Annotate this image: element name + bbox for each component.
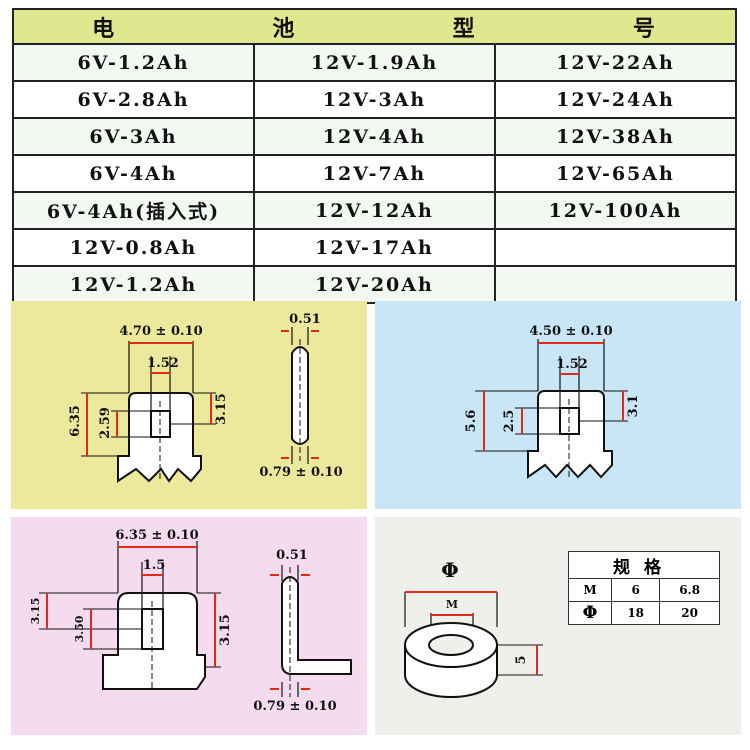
table-cell: 6V-3Ah [12,117,255,156]
terminal-3-height-left: 3.15 [29,598,42,625]
ring-terminal-drawing: Φ M 5 [404,558,543,698]
table-cell: 12V-4Ah [253,117,496,156]
table-cell: 6V-4Ah(插入式) [12,191,255,230]
table-cell [494,228,737,267]
table-row: 12V-1.2Ah 12V-20Ah [12,265,737,304]
terminal-1-slot-height: 2.59 [98,407,113,439]
header-char-1: 电 [92,15,117,42]
table-cell: 6V-2.8Ah [12,80,255,119]
terminal-3-panel: 6.35 ± 0.10 1.5 3.15 3.50 3.15 0.51 0.79… [11,517,367,735]
terminal-1-height: 6.35 [68,405,83,437]
table-cell: 12V-3Ah [253,80,496,119]
table-row: 6V-1.2Ah 12V-1.9Ah 12V-22Ah [12,43,737,82]
table-cell: 12V-38Ah [494,117,737,156]
ring-terminal-panel: Φ M 5 规格 M 6 6.8 Φ 18 20 [375,517,741,735]
table-cell: M [567,578,613,602]
table-cell: 6V-4Ah [12,154,255,193]
table-row: Φ 18 20 [567,601,720,625]
terminal-2-panel: 4.50 ± 0.10 1.52 5.6 2.5 3.1 [375,301,741,509]
table-cell: 12V-20Ah [253,265,496,304]
terminal-3-side-view [281,576,352,675]
terminal-3-slot-width: 1.5 [143,558,166,573]
terminal-3-height-right: 3.15 [218,614,233,646]
table-cell: 6.8 [659,578,720,602]
terminal-1-width: 4.70 ± 0.10 [119,324,202,339]
header-char-4: 号 [632,15,657,42]
terminal-2-offset: 3.1 [626,395,641,418]
terminal-2-slot-width: 1.52 [556,357,588,372]
terminal-1-tip: 0.79 ± 0.10 [259,465,342,480]
terminal-2-slot-height: 2.5 [502,410,517,433]
table-cell: 12V-12Ah [253,191,496,230]
battery-model-table: 电 池 型 号 6V-1.2Ah 12V-1.9Ah 12V-22Ah 6V-2.8A… [12,8,737,304]
terminal-3-drawing: 6.35 ± 0.10 1.5 3.15 3.50 3.15 0.51 0.79… [29,528,352,714]
terminal-1-panel: 4.70 ± 0.10 1.52 6.35 2.59 3.15 0.51 0.7… [11,301,367,509]
table-cell: 12V-7Ah [253,154,496,193]
terminal-1-slot-width: 1.52 [147,356,179,371]
ring-phi-label: Φ [441,558,458,582]
terminal-2-height: 5.6 [464,410,479,433]
table-cell: Φ [567,601,613,625]
ring-hole [428,634,474,656]
ring-spec-title: 规格 [568,551,720,579]
table-cell: 20 [659,601,720,625]
table-row: M 6 6.8 [567,578,720,602]
table-header: 电池型号 [12,8,737,45]
table-row: 6V-2.8Ah 12V-3Ah 12V-24Ah [12,80,737,119]
table-cell: 12V-22Ah [494,43,737,82]
terminal-2-width: 4.50 ± 0.10 [529,324,612,339]
table-row: 6V-4Ah(插入式) 12V-12Ah 12V-100Ah [12,191,737,230]
terminal-1-offset: 3.15 [214,393,229,425]
table-cell: 18 [611,601,661,625]
battery-model-table-wrap: 电 池 型 号 6V-1.2Ah 12V-1.9Ah 12V-22Ah 6V-2.8A… [12,8,737,304]
table-row: 12V-0.8Ah 12V-17Ah [12,228,737,267]
table-cell: 6 [611,578,661,602]
ring-height: 5 [514,655,529,664]
terminal-3-slot-height: 3.50 [73,615,86,642]
ring-spec-table: 规格 M 6 6.8 Φ 18 20 [567,551,720,625]
terminal-1-drawing: 4.70 ± 0.10 1.52 6.35 2.59 3.15 0.51 0.7… [68,312,343,483]
ring-m-label: M [446,598,458,611]
table-row: 6V-3Ah 12V-4Ah 12V-38Ah [12,117,737,156]
terminal-3-tip: 0.79 ± 0.10 [253,699,336,714]
terminal-1-thickness: 0.51 [289,312,321,327]
header-char-3: 型 [452,15,477,42]
terminal-2-drawing: 4.50 ± 0.10 1.52 5.6 2.5 3.1 [464,324,641,479]
table-cell: 12V-0.8Ah [12,228,255,267]
table-cell: 12V-17Ah [253,228,496,267]
table-header-row: 电池型号 [12,8,737,45]
table-cell: 12V-1.9Ah [253,43,496,82]
table-cell: 12V-1.2Ah [12,265,255,304]
table-cell: 12V-24Ah [494,80,737,119]
terminal-3-thickness: 0.51 [276,548,308,563]
table-cell [494,265,737,304]
table-cell: 6V-1.2Ah [12,43,255,82]
table-row: 6V-4Ah 12V-7Ah 12V-65Ah [12,154,737,193]
table-cell: 12V-65Ah [494,154,737,193]
table-cell: 12V-100Ah [494,191,737,230]
header-char-2: 池 [272,15,297,42]
terminal-3-width: 6.35 ± 0.10 [115,528,198,543]
